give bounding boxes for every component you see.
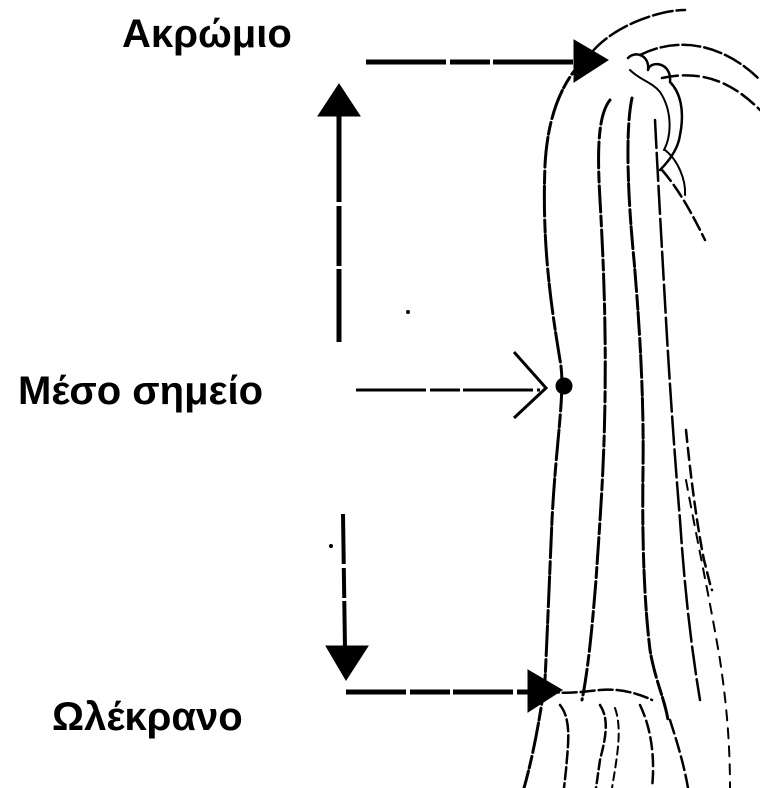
olecranon-label: Ωλέκρανο <box>52 697 243 737</box>
vertical-arrow-lower-shaft <box>343 514 345 650</box>
elbow-detail-3 <box>612 708 619 788</box>
midpoint-dot-icon <box>556 378 572 394</box>
shoulder-outer-arc <box>640 45 760 80</box>
acromion-label: Ακρώμιο <box>122 14 292 54</box>
humerus-right-edge <box>628 98 668 720</box>
stray-mark-icon <box>330 545 333 548</box>
arm-inner-contour <box>655 120 700 700</box>
midpoint-label: Μέσο σημείο <box>18 371 263 411</box>
forearm-edge <box>670 720 688 788</box>
elbow-detail-1 <box>560 705 568 788</box>
midpoint-arrowhead-icon <box>514 352 546 418</box>
torso-edge <box>686 430 712 590</box>
torso-edge-lower <box>686 480 730 788</box>
down-arrowhead-icon <box>326 646 368 680</box>
elbow-detail-2 <box>596 705 606 788</box>
humeral-head <box>628 54 682 170</box>
stray-mark-icon <box>407 311 410 314</box>
elbow-detail-4 <box>640 705 653 788</box>
acromion-arrowhead-icon <box>574 40 608 82</box>
up-arrowhead-icon <box>318 84 360 116</box>
humerus-left-edge <box>582 100 610 700</box>
humeral-head-inner <box>630 70 670 150</box>
